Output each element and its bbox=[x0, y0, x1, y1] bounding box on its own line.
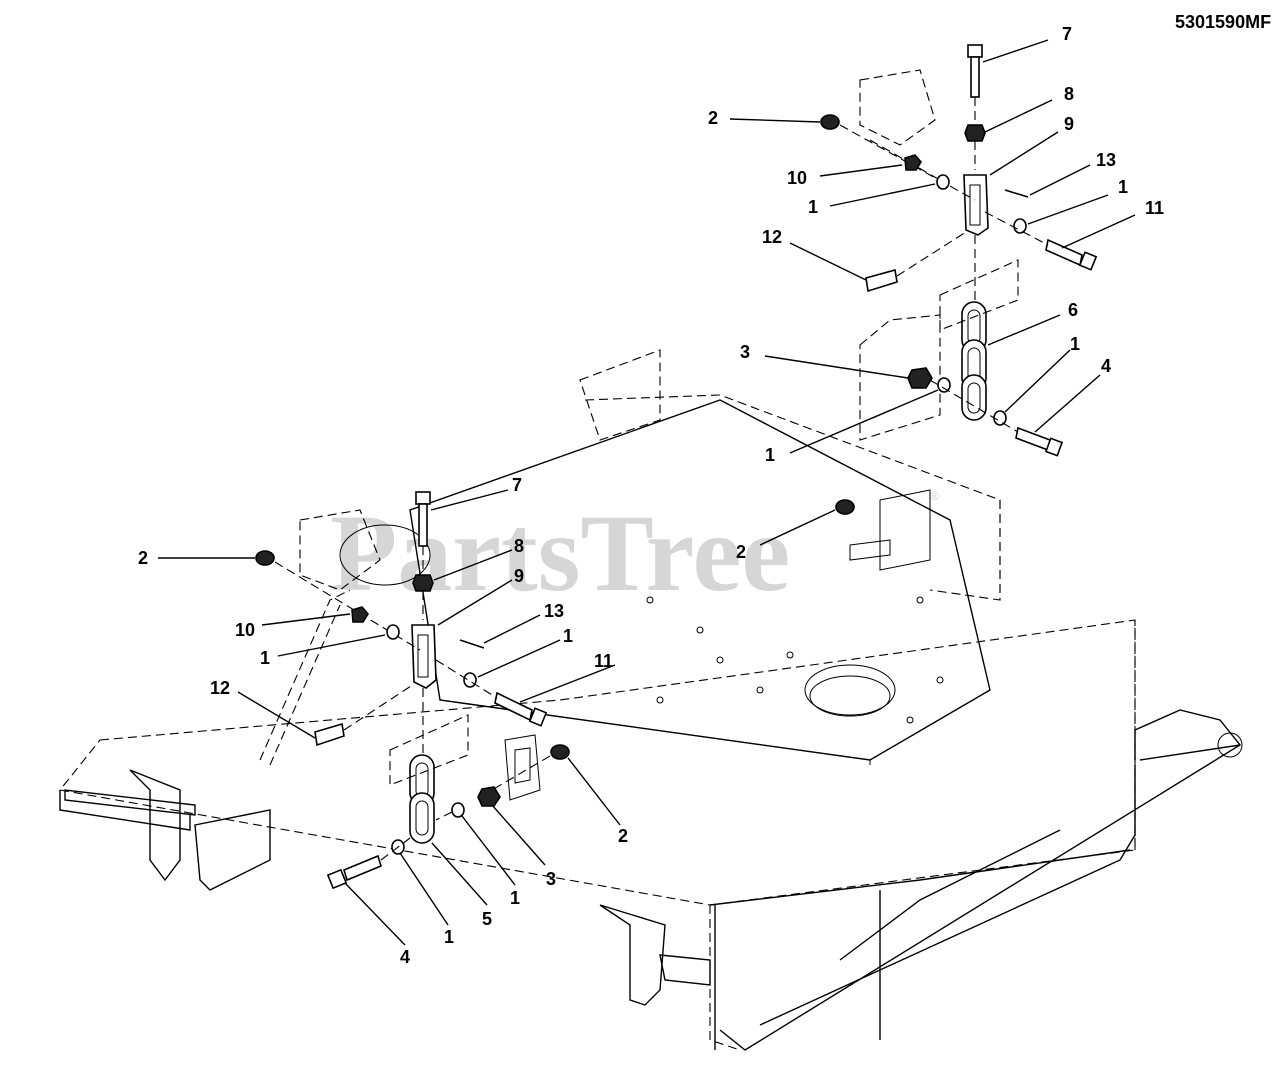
washer-1-right-c bbox=[937, 377, 951, 393]
callout-2-left-b: 2 bbox=[618, 826, 628, 846]
callout-4-left: 4 bbox=[400, 947, 410, 967]
bolt-7-head-left bbox=[415, 491, 431, 505]
deck-top-plate bbox=[339, 399, 991, 765]
callout-10-right: 10 bbox=[787, 168, 807, 188]
washer-1-left-a bbox=[386, 624, 400, 640]
bolt-7-shank-right bbox=[970, 56, 980, 98]
callout-6-right: 6 bbox=[1068, 300, 1078, 320]
callout-12-right: 12 bbox=[762, 227, 782, 247]
rear-bracket-right bbox=[849, 314, 1001, 601]
callout-9-left: 9 bbox=[514, 566, 524, 586]
callout-5-left: 5 bbox=[482, 909, 492, 929]
callout-13-left: 13 bbox=[544, 601, 564, 621]
watermark-text: PartsTree bbox=[330, 492, 790, 614]
nut-8-right bbox=[964, 124, 986, 142]
washer-1-right-d bbox=[993, 410, 1007, 426]
callout-1-right-a: 1 bbox=[1118, 177, 1128, 197]
callout-labels: 5301590MF 7 8 9 13 1 11 2 10 1 12 6 3 1 … bbox=[138, 12, 1271, 967]
callout-11-left: 11 bbox=[594, 651, 613, 671]
rear-bracket-left bbox=[504, 734, 541, 801]
pin-12-left bbox=[314, 722, 345, 747]
callout-2-right-lower: 2 bbox=[736, 542, 746, 562]
left-assembly bbox=[255, 491, 570, 890]
right-assembly bbox=[820, 44, 1098, 515]
clevis-9-right bbox=[963, 174, 989, 236]
callout-1-right-d: 1 bbox=[765, 445, 775, 465]
leader-lines bbox=[158, 39, 1136, 946]
bolt-4-right bbox=[1015, 426, 1051, 452]
front-frame-rail bbox=[64, 709, 1243, 1051]
washer-1-right-a bbox=[936, 174, 950, 190]
flange-nut-2-right bbox=[820, 114, 840, 130]
callout-1-left-c: 1 bbox=[510, 888, 520, 908]
watermark-trademark: ® bbox=[930, 489, 939, 503]
callout-2-right-top: 2 bbox=[708, 108, 718, 128]
callout-4-right: 4 bbox=[1101, 356, 1111, 376]
washer-1-right-b bbox=[1013, 218, 1027, 234]
pin-12-right bbox=[865, 268, 898, 293]
part-code: 5301590MF bbox=[1175, 12, 1271, 32]
left-hanger-bracket bbox=[259, 509, 381, 766]
nut-10-left bbox=[351, 606, 369, 623]
callout-7-left: 7 bbox=[512, 475, 522, 495]
flange-nut-3-right bbox=[907, 367, 933, 389]
callout-1-left-d: 1 bbox=[444, 927, 454, 947]
callout-1-right-b: 1 bbox=[808, 197, 818, 217]
washer-1-left-c bbox=[451, 802, 465, 818]
bolt-11-left bbox=[494, 691, 533, 722]
bolt-4-left bbox=[343, 854, 382, 882]
callout-7-right: 7 bbox=[1062, 24, 1072, 44]
callout-11-right: 11 bbox=[1145, 198, 1164, 218]
callout-10-left: 10 bbox=[235, 620, 255, 640]
bolt-7-head-right bbox=[967, 44, 983, 58]
bolt-7-shank-left bbox=[418, 503, 428, 547]
chain-5-left bbox=[409, 754, 435, 844]
callout-13-right: 13 bbox=[1096, 150, 1116, 170]
callout-9-right: 9 bbox=[1064, 114, 1074, 134]
callout-1-left-a: 1 bbox=[260, 648, 270, 668]
callout-1-right-c: 1 bbox=[1070, 334, 1080, 354]
callout-3-left: 3 bbox=[546, 869, 556, 889]
callout-3-right: 3 bbox=[740, 342, 750, 362]
flange-nut-2-right-lower bbox=[835, 499, 855, 515]
flange-nut-2-left-b bbox=[550, 744, 570, 760]
nut-10-right bbox=[904, 154, 922, 171]
cotter-pin-13-left bbox=[459, 639, 485, 649]
callout-8-right: 8 bbox=[1064, 84, 1074, 104]
washer-1-left-b bbox=[463, 672, 477, 688]
callout-1-left-b: 1 bbox=[563, 626, 573, 646]
flange-nut-2-left bbox=[255, 550, 275, 566]
callout-2-left: 2 bbox=[138, 548, 148, 568]
callout-12-left: 12 bbox=[210, 678, 230, 698]
right-hanger-bracket bbox=[859, 69, 941, 181]
clevis-9-left bbox=[411, 624, 437, 689]
chain-6-right bbox=[961, 301, 987, 421]
bolt-11-right bbox=[1045, 238, 1083, 267]
callout-8-left: 8 bbox=[514, 536, 524, 556]
flange-nut-3-left bbox=[477, 786, 501, 807]
cotter-pin-13-right bbox=[1004, 189, 1029, 198]
nut-8-left bbox=[412, 574, 434, 592]
